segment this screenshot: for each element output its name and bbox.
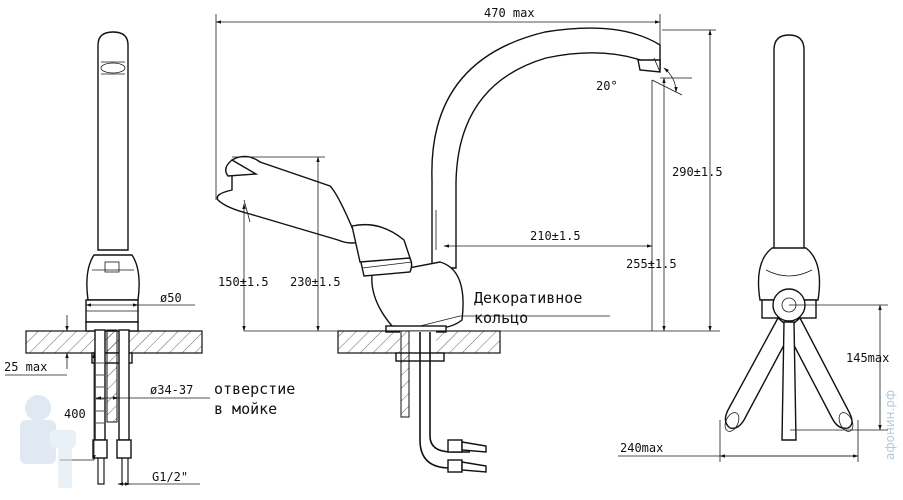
watermark-text: афонин.рф — [883, 390, 897, 460]
dim-hole-diameter: ø34-37 — [150, 383, 193, 397]
center-front-view — [216, 27, 661, 473]
dim-reach: 210±1.5 — [530, 229, 581, 243]
dim-lever-span: 240max — [620, 441, 663, 455]
right-back-view — [724, 34, 854, 441]
center-view-dimensions — [215, 14, 720, 332]
label-decorative-ring: Декоративное — [474, 289, 582, 307]
left-side-view — [25, 31, 203, 485]
dim-hose-length: 400 — [64, 407, 86, 421]
left-view-dimensions — [5, 303, 210, 486]
dim-height-spout: 255±1.5 — [626, 257, 677, 271]
right-view-dimensions — [618, 304, 888, 462]
watermark-plumber-figure — [20, 395, 76, 488]
dim-height-total: 290±1.5 — [672, 165, 723, 179]
dim-thread: G1/2" — [152, 470, 188, 484]
dim-lever-low: 150±1.5 — [218, 275, 269, 289]
label-sink-hole-2: в мойке — [214, 400, 277, 418]
dim-angle: 20° — [596, 79, 618, 93]
label-sink-hole: отверстие — [214, 380, 295, 398]
dim-deck-thickness: 25 max — [4, 360, 47, 374]
dim-base-diameter: ø50 — [160, 291, 182, 305]
label-decorative-ring-2: кольцо — [474, 309, 528, 327]
dim-lever-side: 145max — [846, 351, 889, 365]
dim-lever-high: 230±1.5 — [290, 275, 341, 289]
dim-width-max: 470 max — [484, 6, 535, 20]
